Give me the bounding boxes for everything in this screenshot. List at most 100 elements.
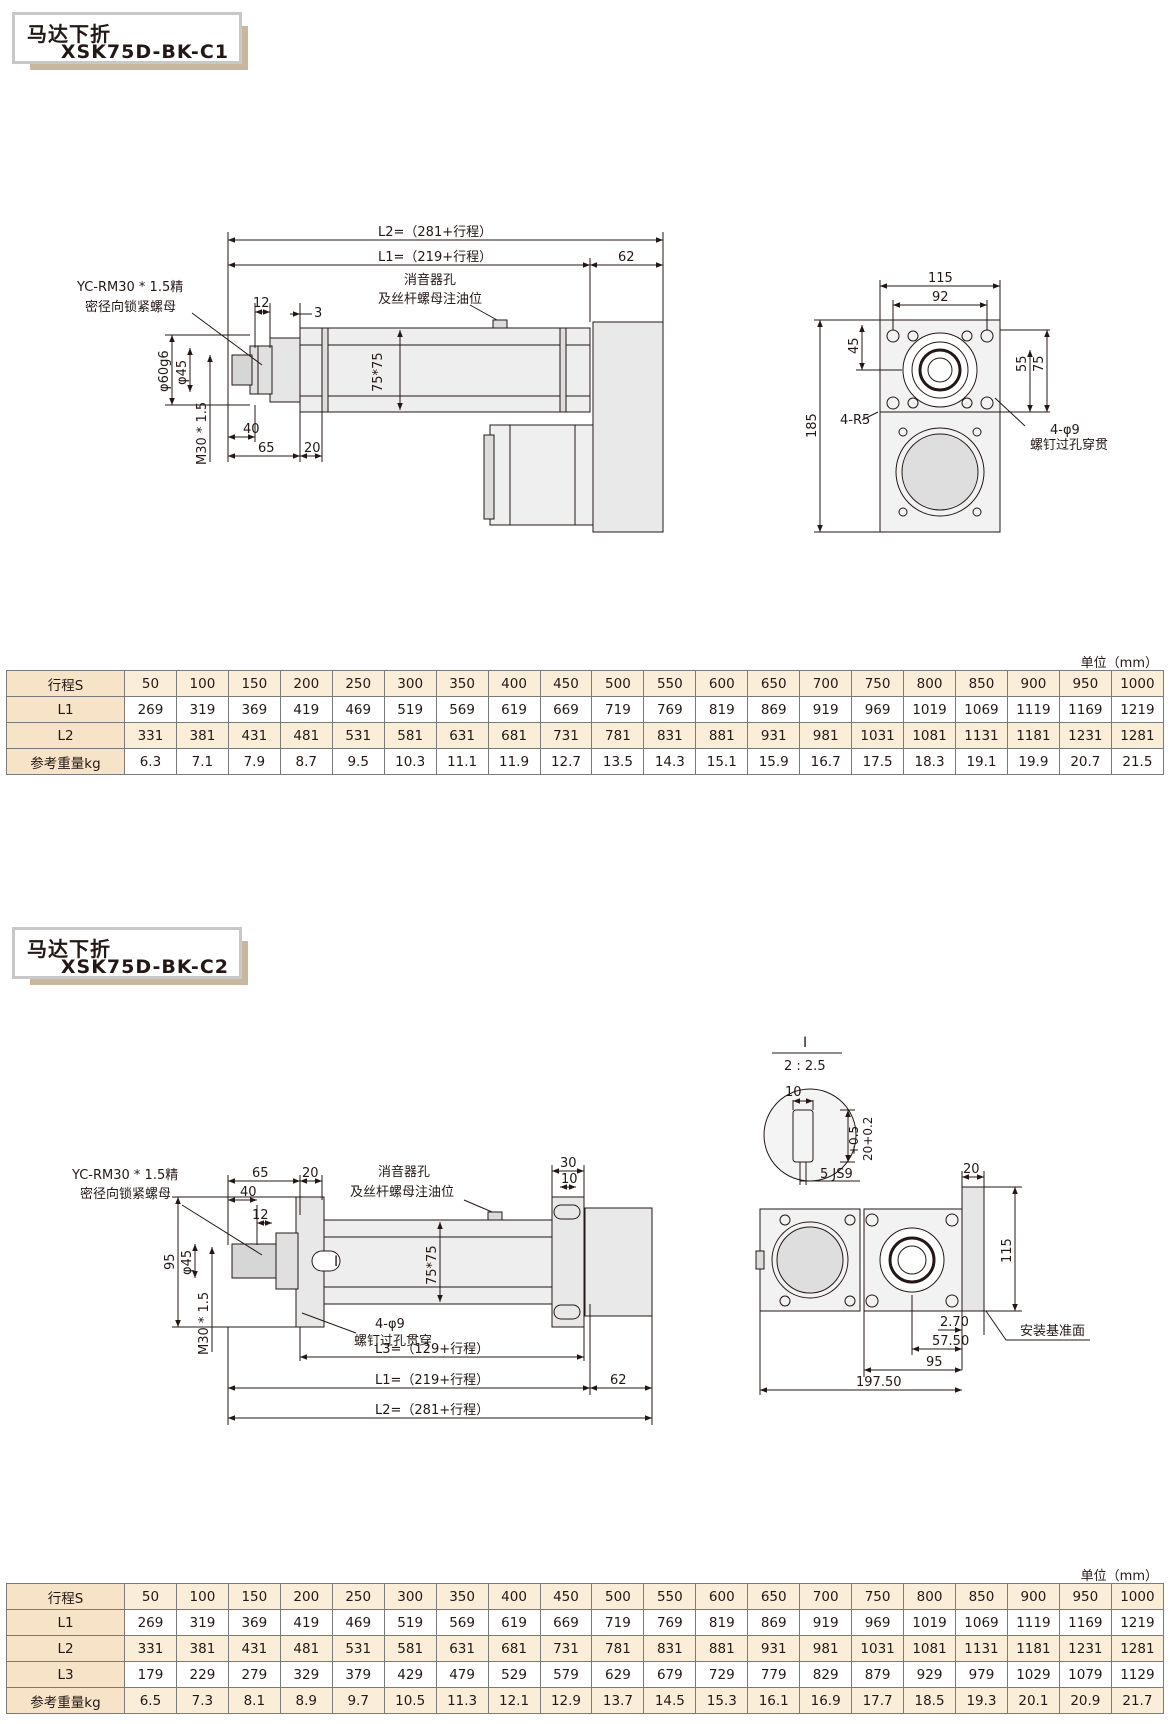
table-cell: 429 (383, 1661, 437, 1688)
table-cell: 900 (1006, 670, 1060, 697)
table-cell: 15.1 (695, 748, 749, 775)
table-cell: 100 (175, 1583, 229, 1610)
table-cell: 250 (331, 1583, 385, 1610)
hole-label-1: 4-φ9 (1050, 423, 1080, 438)
table-cell: 581 (383, 722, 437, 749)
table-cell: 981 (799, 722, 853, 749)
row-header: L3 (6, 1661, 125, 1688)
table-cell: 17.7 (851, 1687, 905, 1714)
table-cell: 1069 (955, 696, 1008, 723)
table-cell: 769 (643, 696, 697, 723)
table-cell: 569 (435, 696, 489, 723)
dim-75x75: 75*75 (425, 1245, 440, 1285)
table-cell: 829 (799, 1661, 853, 1688)
muffler-label-2: 及丝杆螺母注油位 (350, 1185, 454, 1200)
dim-185: 185 (805, 413, 820, 438)
table-cell: 6.5 (124, 1687, 177, 1714)
table-cell: 350 (435, 670, 489, 697)
table-cell: 19.9 (1006, 748, 1060, 775)
table-cell: 681 (487, 722, 541, 749)
dim-20: 20 (304, 441, 321, 456)
table-cell: 879 (851, 1661, 905, 1688)
table-cell: 1119 (1006, 1609, 1060, 1636)
table-cell: 450 (539, 670, 593, 697)
table-cell: 9.5 (331, 748, 385, 775)
table-cell: 929 (903, 1661, 956, 1688)
detail-tol-2: 20+0.2 (861, 1117, 875, 1161)
hole-label-1: 4-φ9 (375, 1317, 405, 1332)
table-cell: 619 (487, 1609, 541, 1636)
table-cell: 12.7 (539, 748, 593, 775)
table-cell: 10.5 (383, 1687, 437, 1714)
table-cell: 12.9 (539, 1687, 593, 1714)
table-cell: 519 (383, 696, 437, 723)
table-cell: 379 (331, 1661, 385, 1688)
table-cell: 569 (435, 1609, 489, 1636)
dim-phi45: φ45 (180, 1250, 195, 1275)
row-header: 行程S (6, 670, 125, 697)
table-cell: 19.1 (955, 748, 1008, 775)
table-cell: 979 (955, 1661, 1008, 1688)
table-cell: 1031 (851, 1635, 905, 1662)
table-cell: 669 (539, 696, 593, 723)
nut-label-1: YC-RM30 * 1.5精 (71, 1168, 178, 1183)
table-cell: 881 (695, 1635, 749, 1662)
table-cell: 250 (331, 670, 385, 697)
table-cell: 150 (227, 1583, 281, 1610)
table-cell: 919 (799, 1609, 853, 1636)
table-cell: 931 (747, 722, 801, 749)
dim-m30: M30 * 1.5 (195, 402, 210, 465)
table-cell: 200 (279, 670, 333, 697)
dim-62: 62 (610, 1373, 627, 1388)
dim-12: 12 (252, 1208, 269, 1223)
table-cell: 981 (799, 1635, 853, 1662)
table-cell: 519 (383, 1609, 437, 1636)
table-cell: 969 (851, 1609, 905, 1636)
detail-scale: 2 : 2.5 (784, 1059, 826, 1074)
table-cell: 619 (487, 696, 541, 723)
detail-dim-10: 10 (785, 1085, 802, 1100)
dim-L2: L2=（281+行程） (375, 1403, 489, 1418)
table-cell: 481 (279, 1635, 333, 1662)
table-cell: 500 (591, 1583, 645, 1610)
row-header: L2 (6, 1635, 125, 1662)
title-cn: 马达下折 (27, 22, 111, 46)
table-cell: 631 (435, 1635, 489, 1662)
table-cell: 1031 (851, 722, 905, 749)
table-cell: 20.9 (1058, 1687, 1112, 1714)
table-cell: 20.7 (1058, 748, 1112, 775)
table-cell: 869 (747, 696, 801, 723)
table-cell: 781 (591, 1635, 645, 1662)
model-name: XSK75D-BK-C2 (60, 956, 229, 978)
table-cell: 631 (435, 722, 489, 749)
table-cell: 11.9 (487, 748, 541, 775)
table-cell: 731 (539, 722, 593, 749)
table-cell: 369 (227, 1609, 281, 1636)
table-cell: 300 (383, 1583, 437, 1610)
table-cell: 479 (435, 1661, 489, 1688)
table-cell: 650 (747, 1583, 801, 1610)
table-cell: 16.1 (747, 1687, 801, 1714)
table-cell: 7.1 (175, 748, 229, 775)
table-cell: 1181 (1006, 1635, 1060, 1662)
section-c2: 马达下折 XSK75D-BK-C2 (0, 915, 1170, 1724)
table-cell: 469 (331, 696, 385, 723)
model-name: XSK75D-BK-C1 (60, 41, 229, 63)
dim-r20: 20 (963, 1162, 980, 1177)
badge-card: 马达下折 XSK75D-BK-C1 (12, 12, 242, 64)
table-cell: 11.1 (435, 748, 489, 775)
detail-key: 5 JS9 (820, 1167, 853, 1182)
table-cell: 8.1 (227, 1687, 281, 1714)
table-cell: 12.1 (487, 1687, 541, 1714)
table-cell: 1029 (1006, 1661, 1060, 1688)
row-header: 行程S (6, 1583, 125, 1610)
nut-label-1: YC-RM30 * 1.5精 (76, 280, 183, 295)
table-cell: 200 (279, 1583, 333, 1610)
table-cell: 469 (331, 1609, 385, 1636)
table-cell: 1081 (903, 1635, 956, 1662)
hole-label-2: 螺钉过孔贯穿 (354, 1333, 432, 1349)
row-header: L1 (6, 696, 125, 723)
